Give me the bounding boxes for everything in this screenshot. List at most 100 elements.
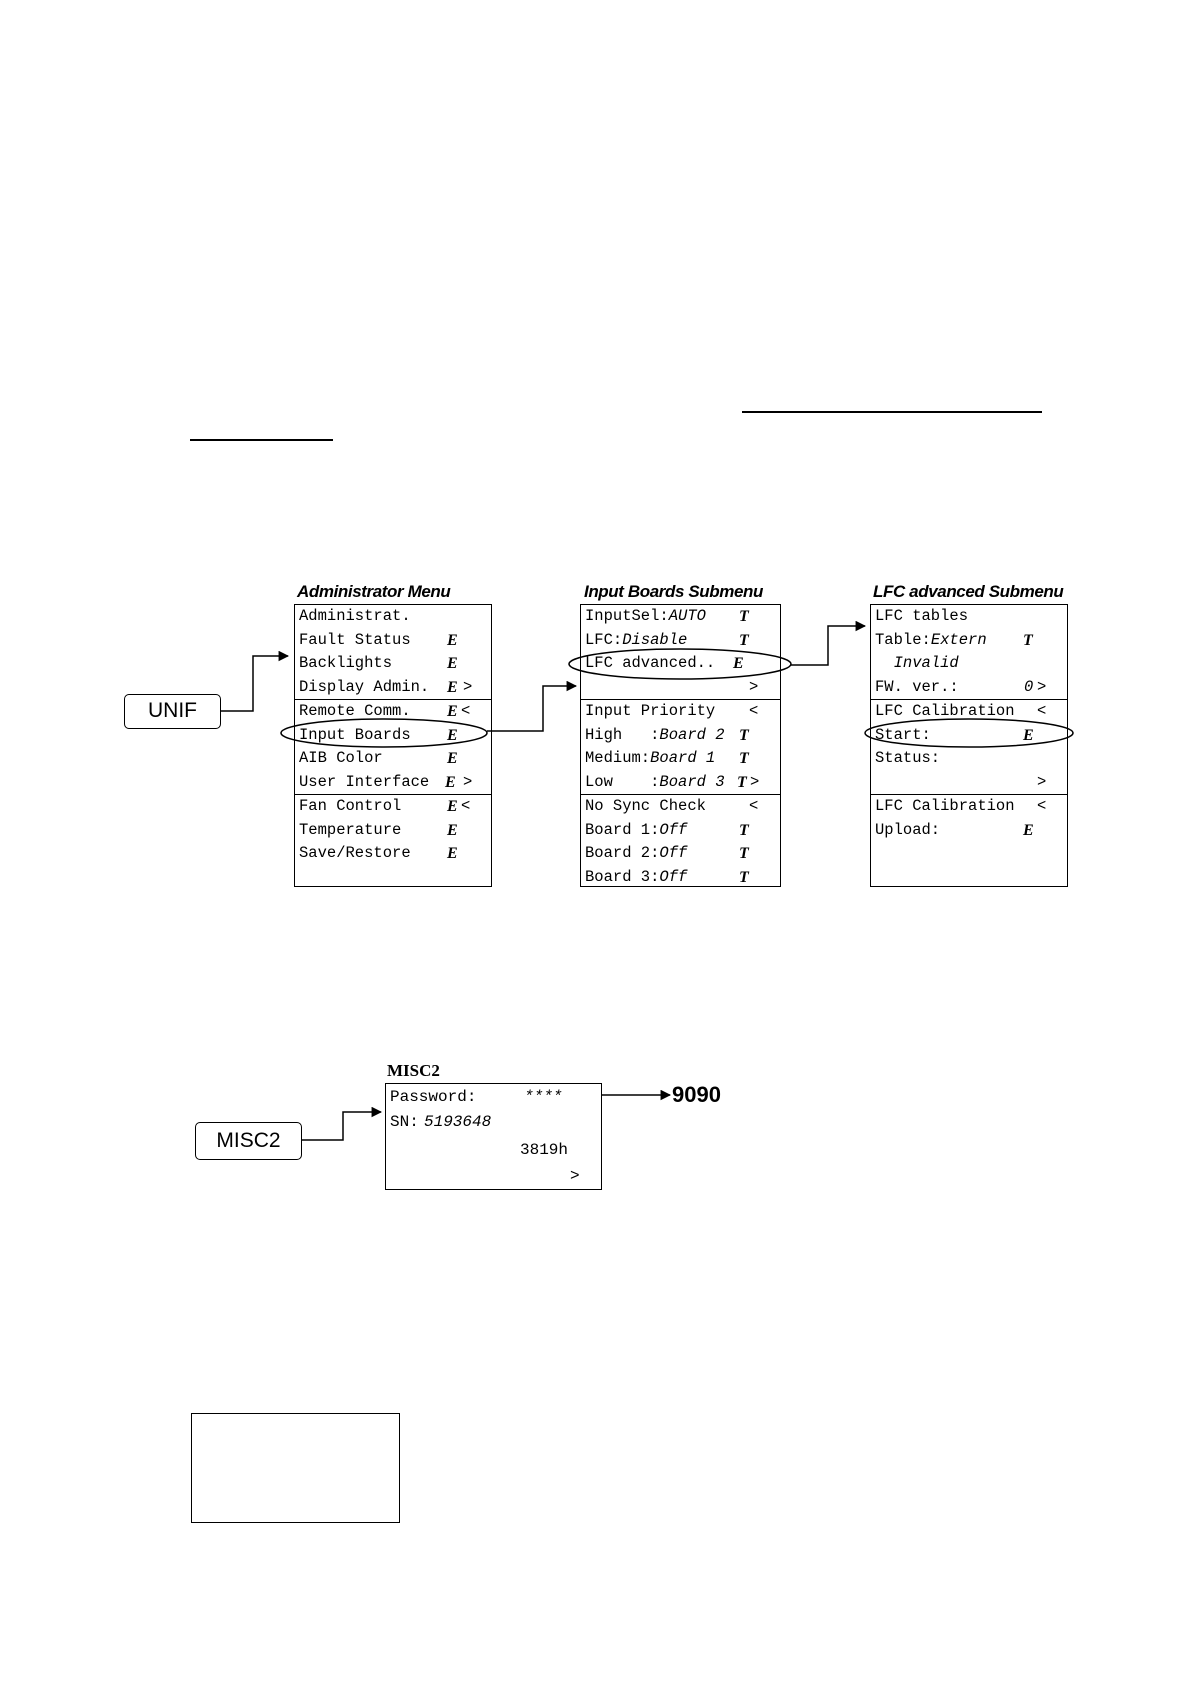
input_boards-menu-item[interactable]: > — [581, 676, 780, 700]
prev-page-arrow: < — [749, 702, 759, 720]
menu-item-value: AUTO — [668, 607, 706, 625]
menu-item-type-mark: E — [447, 798, 458, 815]
menu-item-type-mark: E — [447, 750, 458, 767]
menu-item-type-mark: T — [739, 608, 749, 625]
next-arrow: > — [570, 1167, 580, 1185]
menu-item-label: Upload: — [875, 820, 941, 839]
underline-fragment-1 — [742, 411, 1042, 413]
menu-item-value: Invalid — [893, 654, 959, 672]
admin-menu-item[interactable]: Remote Comm.E< — [295, 700, 491, 724]
menu-item-type-mark: E — [447, 678, 458, 696]
next-page-arrow: > — [750, 772, 760, 791]
admin-menu-item[interactable]: Administrat. — [295, 605, 491, 629]
menu-item-type-mark: E — [447, 655, 458, 672]
menu-item-value: Board 1 — [650, 749, 716, 767]
menu-item-label: Start: — [875, 725, 931, 744]
menu-item-label: Low : — [585, 772, 660, 791]
menu-item-type-mark: T — [739, 868, 749, 886]
menu-item-type-mark: E — [1023, 726, 1034, 744]
lfc_advanced-menu-item[interactable]: FW. ver.:0> — [871, 676, 1067, 700]
lfc_advanced-menu-item — [871, 866, 1067, 890]
menu-item-value: Off — [659, 820, 688, 839]
menu-item-type-mark: E — [447, 845, 458, 862]
lfc_advanced-menu-item[interactable]: Start: E — [871, 724, 1067, 748]
lfc_advanced-menu-item[interactable]: LFC Calibration< — [871, 700, 1067, 724]
menu-item-label: Table: — [875, 630, 931, 649]
menu-item-type-mark: E — [733, 655, 744, 672]
menu-item-label: User Interface — [299, 772, 430, 791]
operating-hours: 3819h — [520, 1141, 569, 1159]
input_boards-menu-item[interactable]: Input Priority < — [581, 700, 780, 724]
menu-item-label: Status: — [875, 749, 941, 767]
menu-item-value: Off — [659, 867, 688, 886]
lfc-advanced-menu-title: LFC advanced Submenu — [873, 582, 1064, 601]
menu-item-label — [875, 654, 894, 672]
underline-fragment-2 — [190, 439, 333, 441]
menu-item-value: 0 — [1024, 677, 1034, 696]
menu-item-value: Board 3 — [659, 772, 725, 791]
lfc_advanced-menu-item[interactable]: LFC tables — [871, 605, 1067, 629]
next-page-arrow: > — [1037, 772, 1047, 791]
menu-item-type-mark: T — [739, 845, 749, 862]
prev-page-arrow: < — [1037, 702, 1047, 720]
lfc_advanced-menu-item[interactable]: > — [871, 771, 1067, 795]
unif-connector — [221, 650, 290, 712]
next-page-arrow: > — [463, 677, 473, 696]
admin-menu-item — [295, 866, 491, 890]
menu-item-type-mark: E — [447, 703, 458, 720]
input_boards-menu-item[interactable]: Medium:Board 1 T — [581, 747, 780, 771]
menu-item-label: FW. ver.: — [875, 677, 959, 696]
menu-item-label: LFC tables — [875, 607, 969, 625]
lfc_advanced-menu-item[interactable]: Status: — [871, 747, 1067, 771]
menu-item-type-mark: T — [739, 750, 749, 767]
misc2-button[interactable]: MISC2 — [195, 1122, 302, 1160]
input_boards-menu-item[interactable]: LFC advanced..E — [581, 652, 780, 676]
menu-item-label: Board 2: — [585, 844, 660, 862]
input-boards-connector — [487, 680, 578, 732]
misc2-connector — [302, 1106, 383, 1141]
lfc_advanced-menu-item[interactable]: Upload:E — [871, 819, 1067, 843]
menu-item-label: Administrat. — [299, 607, 411, 625]
input_boards-menu-item[interactable]: Low :Board 3 T> — [581, 771, 780, 795]
menu-item-label: Input Boards — [299, 725, 411, 744]
prev-page-arrow: < — [461, 702, 471, 720]
next-page-arrow: > — [749, 677, 759, 696]
menu-item-label: LFC: — [585, 630, 623, 649]
menu-item-label: Fault Status — [299, 630, 411, 649]
lfc_advanced-menu-item[interactable]: LFC Calibration< — [871, 795, 1067, 819]
menu-item-label: No Sync Check — [585, 797, 706, 815]
unif-button[interactable]: UNIF — [124, 694, 221, 729]
menu-item-label: Medium: — [585, 749, 651, 767]
serial-value: 5193648 — [424, 1113, 492, 1131]
menu-item-label: High : — [585, 725, 660, 744]
admin-menu-item[interactable]: Display Admin.E> — [295, 676, 491, 700]
lfc_advanced-menu-item[interactable]: Invalid — [871, 652, 1067, 676]
next-page-arrow: > — [463, 772, 473, 791]
lfc-advanced-connector — [791, 620, 867, 666]
input_boards-menu-item[interactable]: No Sync Check< — [581, 795, 780, 819]
misc2-menu-title: MISC2 — [387, 1061, 440, 1080]
menu-item-type-mark: T — [737, 773, 747, 791]
menu-item-label: Input Priority — [585, 702, 716, 720]
